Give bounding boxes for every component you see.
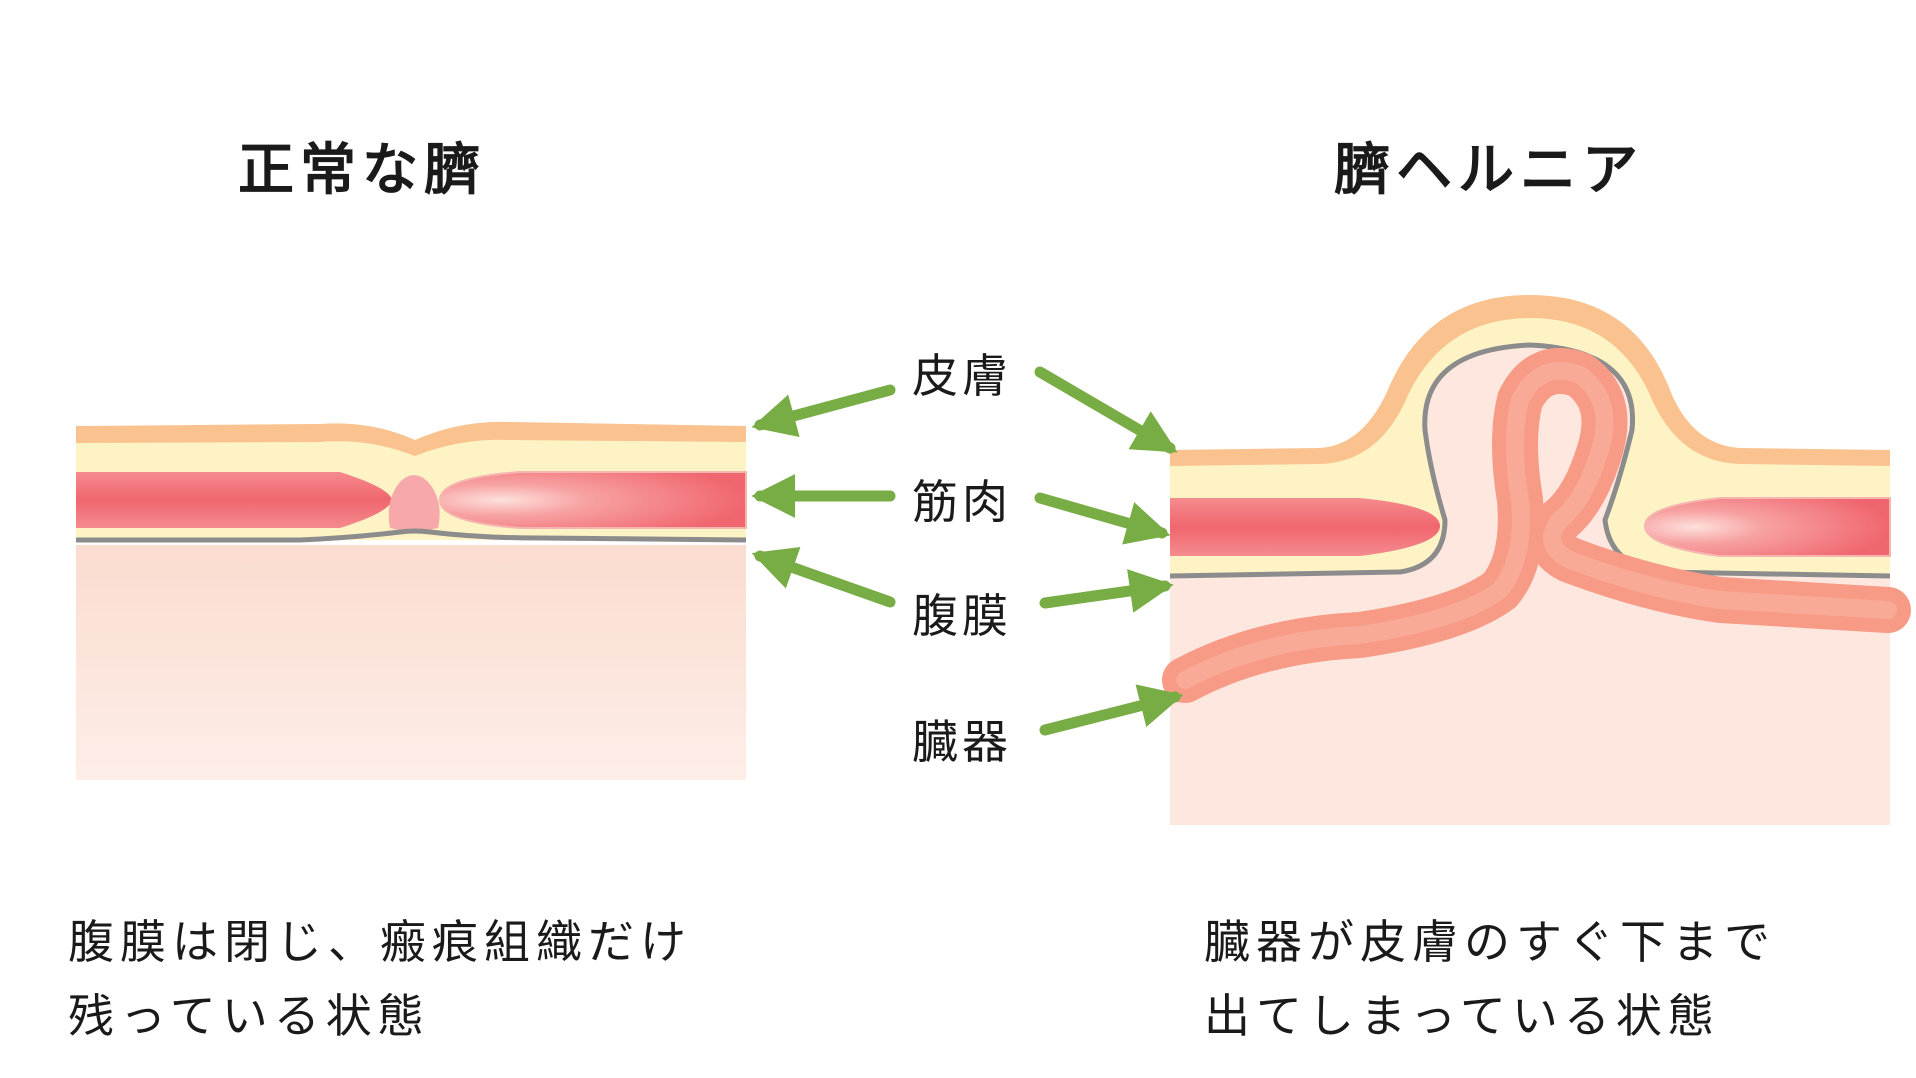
muscle-right-a [1170,498,1440,556]
label-skin: 皮膚 [912,349,1012,403]
caption-hernia-line2: 出てしまっている状態 [1204,989,1720,1043]
arrow-skin-left [751,384,896,438]
intestine-highlight [1176,362,1897,689]
title-umbilical-hernia: 臍ヘルニア [1334,138,1644,203]
label-organ: 臓器 [912,715,1012,769]
muscle-left-b [438,471,747,529]
caption-normal-line1: 腹膜は閉じ、瘢痕組織だけ [68,915,692,969]
hernia-diagram [1162,295,1911,825]
muscle-left-a [76,472,392,528]
arrow-peritoneum-right [1039,569,1174,613]
label-peritoneum: 腹膜 [912,589,1012,643]
umbilical-scar-tissue [388,475,440,531]
arrow-muscle-right [1034,492,1171,545]
arrow-skin-right [1034,366,1178,454]
caption-normal: 腹膜は閉じ、瘢痕組織だけ 残っている状態 [68,905,692,1053]
caption-hernia: 臓器が皮膚のすぐ下まで 出てしまっている状態 [1204,905,1776,1053]
peritoneum-right [1169,342,1891,579]
caption-hernia-line1: 臓器が皮膚のすぐ下まで [1204,915,1776,969]
abdomen-left [76,545,746,780]
normal-umbilicus-diagram [76,421,747,780]
arrow-peritoneum-left [751,547,896,608]
arrow-organ-right [1039,684,1184,736]
muscle-right-b [1643,497,1891,557]
title-normal-umbilicus: 正常な臍 [238,138,486,203]
caption-normal-line2: 残っている状態 [68,989,430,1043]
peritoneum-left [76,528,747,543]
skin-layer-left [76,421,746,456]
label-muscle: 筋肉 [912,475,1012,529]
arrows [751,366,1184,736]
